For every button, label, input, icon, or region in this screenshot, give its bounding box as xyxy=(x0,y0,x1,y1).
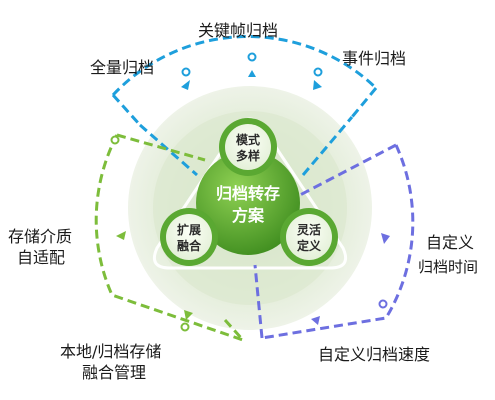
center-text-line1: 归档转存 xyxy=(216,184,280,203)
node-top-text-line1: 模式 xyxy=(236,132,260,147)
label-full: 全量归档 xyxy=(90,58,155,77)
node-right-text-line2: 定义 xyxy=(297,238,322,253)
label-custom-time-line2: 归档时间 xyxy=(418,258,479,276)
purple-arrow-upper xyxy=(381,233,390,244)
blue-inner-line xyxy=(139,116,354,177)
green-arrow-upper xyxy=(116,231,126,240)
blue-side-lines xyxy=(111,87,378,127)
node-left xyxy=(166,214,212,260)
label-key-frame: 关键帧归档 xyxy=(198,21,279,40)
label-custom-speed: 自定义归档速度 xyxy=(318,345,431,364)
green-arrow-lower xyxy=(184,310,193,320)
node-top xyxy=(225,124,271,170)
label-storage-line1: 存储介质 xyxy=(8,227,73,246)
blue-dot-left xyxy=(181,67,191,77)
center-text-line2: 方案 xyxy=(232,206,265,225)
purple-dot xyxy=(378,299,388,309)
node-top-text-line2: 多样 xyxy=(236,148,260,163)
green-dot-top xyxy=(110,135,120,145)
blue-dot-mid xyxy=(247,52,257,62)
green-inner-line xyxy=(116,133,245,342)
blue-outer-arc xyxy=(111,35,378,97)
purple-inner-line xyxy=(253,143,397,339)
label-storage-line2: 自适配 xyxy=(17,248,66,267)
node-left-text-line1: 扩展 xyxy=(177,222,201,237)
label-event: 事件归档 xyxy=(342,49,407,68)
center-circle xyxy=(196,151,300,255)
node-right xyxy=(286,214,332,260)
label-custom-time-line1: 自定义 xyxy=(426,233,475,252)
green-dot-bottom xyxy=(180,322,190,332)
node-right-text-line1: 灵活 xyxy=(297,222,321,237)
blue-dot-right xyxy=(313,67,323,77)
label-local-line2: 融合管理 xyxy=(82,363,147,382)
purple-arrow-lower xyxy=(311,316,320,325)
label-local-line1: 本地/归档存储 xyxy=(60,342,162,361)
blue-arrow-right xyxy=(313,80,322,90)
green-outer-arc xyxy=(94,134,244,342)
blue-arrow-mid xyxy=(248,70,256,77)
blue-arrow-left xyxy=(181,80,190,90)
node-left-text-line2: 融合 xyxy=(177,238,202,253)
